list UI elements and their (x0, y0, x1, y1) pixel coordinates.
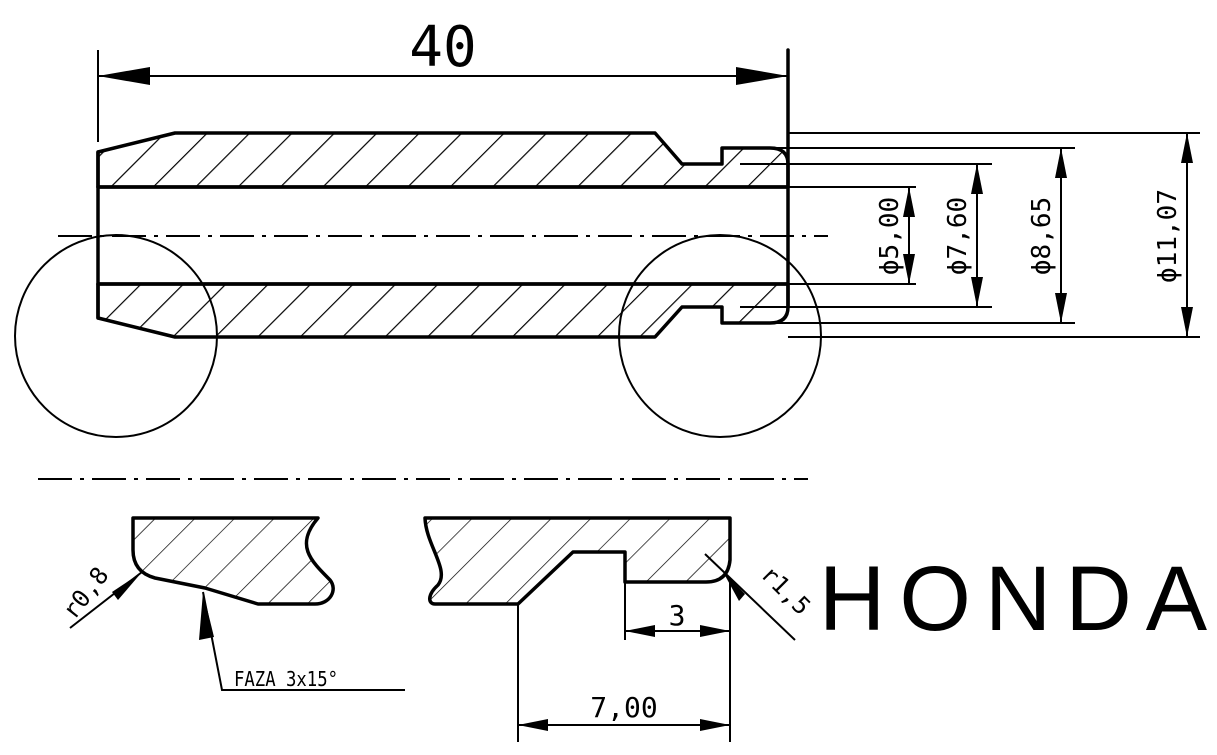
chamfer-note: FAZA 3x15° (234, 667, 338, 691)
upper-wall-section (96, 131, 790, 189)
detail-circle-left (14, 234, 218, 438)
diameter-label-d3: ϕ8,65 (1027, 197, 1057, 275)
diameter-label-d4: ϕ11,07 (1153, 189, 1183, 283)
radius-left-label: r0,8 (57, 562, 115, 625)
diameter-label-d1: ϕ5,00 (875, 197, 905, 275)
groove-width-label: 3 (669, 599, 686, 632)
left-detail-section (131, 516, 335, 606)
right-detail-section (423, 516, 732, 606)
detail-view-left: r0,8 FAZA 3x15° (57, 516, 405, 691)
length-dimension: 40 (97, 15, 788, 142)
main-section-view (14, 48, 828, 438)
detail-view-right: 3 7,00 r1,5 (423, 516, 816, 742)
groove-position-label: 7,00 (590, 691, 657, 724)
diameter-dimensions: ϕ5,00 ϕ7,60 ϕ8,65 ϕ11,07 (740, 132, 1200, 338)
lower-wall-section (96, 282, 790, 339)
brand-label: HONDA (819, 548, 1217, 650)
overall-length-label: 40 (409, 15, 476, 80)
diameter-label-d2: ϕ7,60 (943, 197, 973, 275)
